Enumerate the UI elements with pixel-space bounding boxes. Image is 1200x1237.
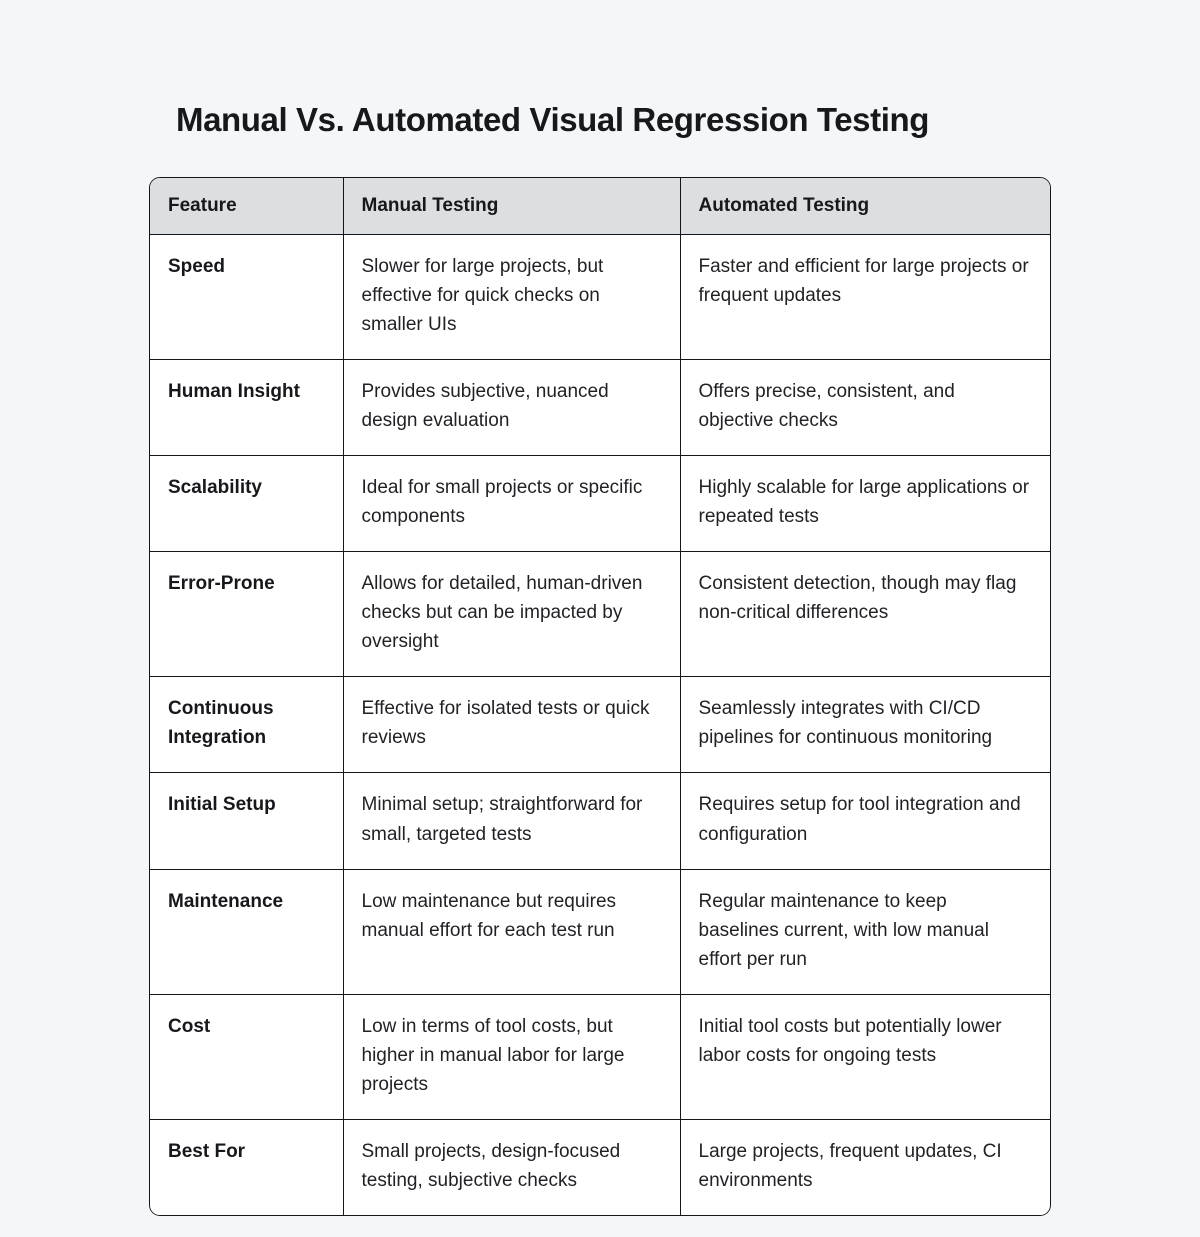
cell-automated: Requires setup for tool integration and … (680, 772, 1050, 870)
table-row: Continuous Integration Effective for iso… (150, 676, 1050, 774)
table-header: Feature Manual Testing Automated Testing (150, 178, 1050, 235)
table-row: Maintenance Low maintenance but requires… (150, 869, 1050, 995)
table-row: Initial Setup Minimal setup; straightfor… (150, 772, 1050, 870)
cell-feature: Cost (150, 994, 344, 1120)
cell-manual: Small projects, design-focused testing, … (343, 1119, 681, 1216)
cell-automated: Large projects, frequent updates, CI env… (698, 1140, 1002, 1191)
comparison-table-container: Feature Manual Testing Automated Testing… (149, 177, 1051, 1217)
column-header-feature: Feature (150, 178, 344, 235)
cell-automated: Offers precise, consistent, and objectiv… (680, 359, 1050, 457)
cell-manual: Slower for large projects, but effective… (343, 234, 681, 360)
cell-automated: Seamlessly integrates with CI/CD pipelin… (680, 676, 1050, 774)
cell-feature: Error-Prone (150, 551, 344, 678)
cell-feature: Initial Setup (150, 772, 344, 870)
cell-manual: Low maintenance but requires manual effo… (343, 869, 681, 995)
table-row: Error-Prone Allows for detailed, human-d… (150, 551, 1050, 678)
table-row: Scalability Ideal for small projects or … (150, 455, 1050, 553)
page-title: Manual Vs. Automated Visual Regression T… (176, 101, 929, 139)
cell-manual: Allows for detailed, human-driven checks… (343, 551, 681, 678)
cell-automated: Highly scalable for large applications o… (680, 455, 1050, 553)
cell-automated: Consistent detection, though may flag no… (680, 551, 1050, 678)
comparison-table: Feature Manual Testing Automated Testing… (150, 178, 1050, 1216)
table-row: Cost Low in terms of tool costs, but hig… (150, 994, 1050, 1120)
cell-feature: Human Insight (150, 359, 344, 457)
cell-automated: Initial tool costs but potentially lower… (680, 994, 1050, 1120)
cell-feature: Scalability (150, 455, 344, 553)
cell-feature: Speed (150, 234, 344, 360)
column-header-manual-testing: Manual Testing (343, 178, 681, 235)
cell-manual: Minimal setup; straightforward for small… (343, 772, 681, 870)
cell-automated: Faster and efficient for large projects … (680, 234, 1050, 360)
table-header-row: Feature Manual Testing Automated Testing (150, 178, 1050, 235)
table-row: Human Insight Provides subjective, nuanc… (150, 359, 1050, 457)
cell-feature: Best For (150, 1119, 344, 1216)
cell-manual: Ideal for small projects or specific com… (343, 455, 681, 553)
cell-manual: Effective for isolated tests or quick re… (343, 676, 681, 774)
cell-manual: Provides subjective, nuanced design eval… (343, 359, 681, 457)
table-row: Best For Small projects, design-focused … (150, 1119, 1050, 1216)
column-header-automated-testing: Automated Testing (680, 178, 1050, 235)
cell-manual: Low in terms of tool costs, but higher i… (343, 994, 681, 1120)
table-row: Speed Slower for large projects, but eff… (150, 234, 1050, 360)
cell-automated: Regular maintenance to keep baselines cu… (680, 869, 1050, 995)
table-body: Speed Slower for large projects, but eff… (150, 234, 1050, 1216)
cell-feature: Continuous Integration (150, 676, 344, 774)
cell-feature: Maintenance (150, 869, 344, 995)
